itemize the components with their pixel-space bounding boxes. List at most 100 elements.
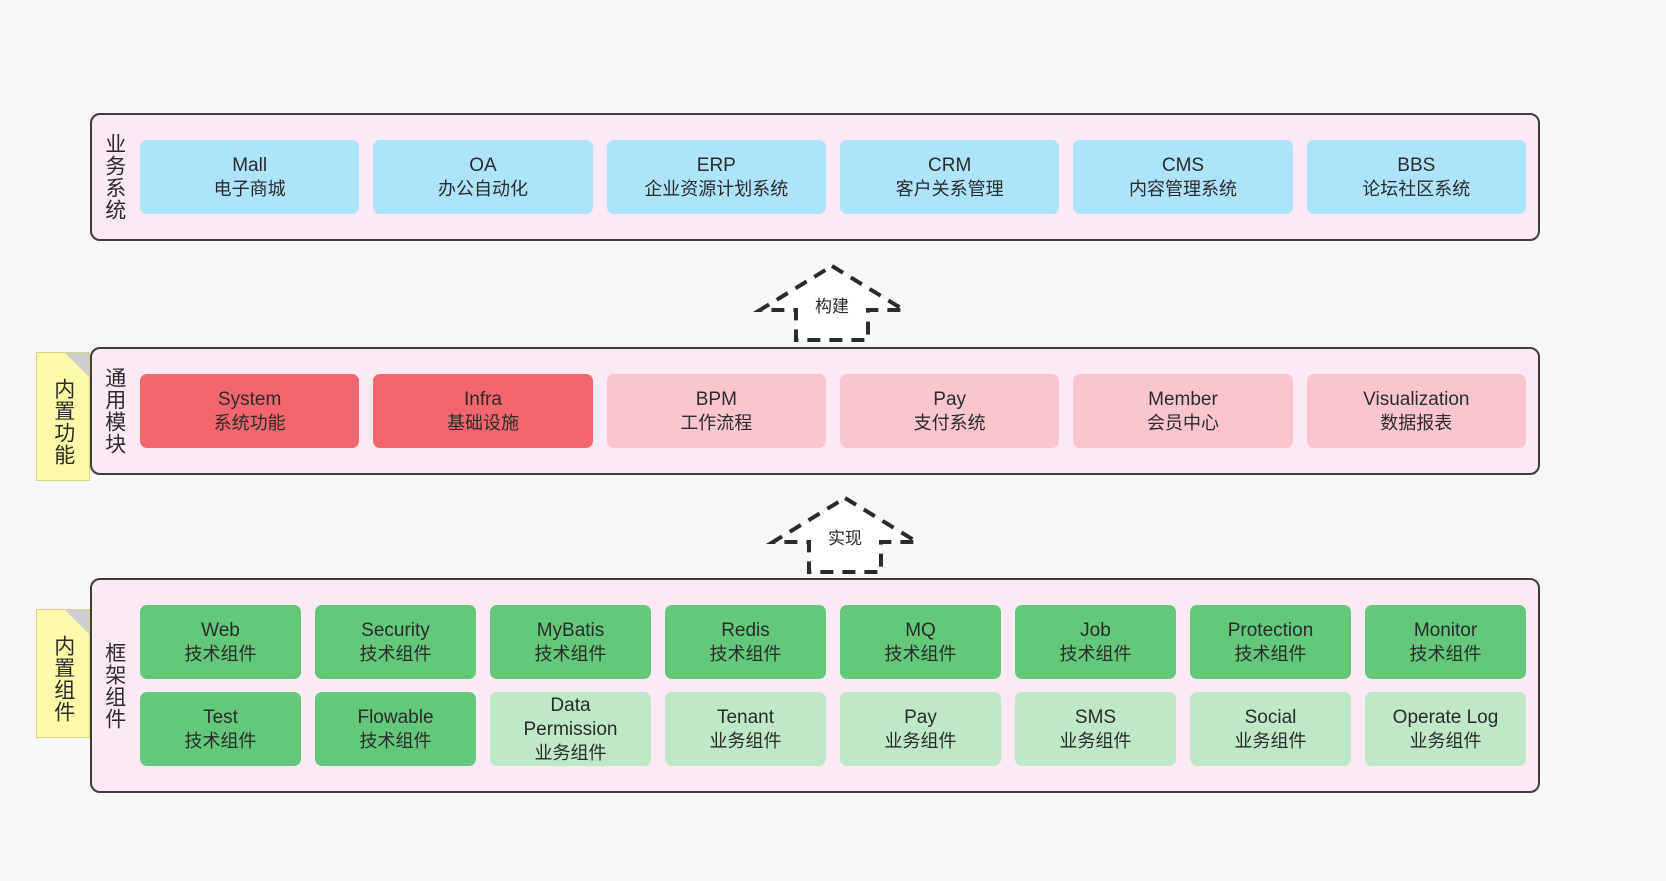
card-title-cn: 基础设施 xyxy=(446,412,519,433)
card-title-en: Redis xyxy=(721,619,770,641)
card-title-en: Pay xyxy=(904,706,937,728)
card-title-cn: 客户关系管理 xyxy=(895,178,1004,199)
card-title-cn: 技术组件 xyxy=(1409,643,1482,664)
card-security[interactable]: Security 技术组件 xyxy=(315,605,476,679)
card-title-cn: 技术组件 xyxy=(359,730,432,751)
card-title-cn: 办公自动化 xyxy=(437,178,528,199)
card-system[interactable]: System 系统功能 xyxy=(140,374,360,448)
note-label: 内置功能 xyxy=(51,377,75,466)
card-title-cn: 业务组件 xyxy=(884,730,957,751)
connector-build: 构建 xyxy=(752,262,912,342)
card-operate-log[interactable]: Operate Log 业务组件 xyxy=(1365,692,1526,766)
card-title-cn: 数据报表 xyxy=(1380,412,1453,433)
connector-label-build: 构建 xyxy=(815,297,849,316)
card-title-en: Tenant xyxy=(716,706,775,728)
card-title-cn: 内容管理系统 xyxy=(1128,178,1237,199)
card-title-cn: 业务组件 xyxy=(534,742,607,763)
card-title-en: SMS xyxy=(1074,706,1117,728)
card-title-cn: 企业资源计划系统 xyxy=(644,178,789,199)
card-tenant[interactable]: Tenant 业务组件 xyxy=(665,692,826,766)
card-title-en: Visualization xyxy=(1363,388,1470,410)
card-social[interactable]: Social 业务组件 xyxy=(1190,692,1351,766)
card-title-cn: 支付系统 xyxy=(913,412,986,433)
card-title-en: Infra xyxy=(463,388,502,410)
card-job[interactable]: Job 技术组件 xyxy=(1015,605,1176,679)
card-bbs[interactable]: BBS 论坛社区系统 xyxy=(1306,140,1526,214)
card-title-cn: 技术组件 xyxy=(1059,643,1132,664)
connector-label-implement: 实现 xyxy=(828,529,862,548)
card-title-en: Test xyxy=(203,706,238,728)
layer-business-system: 业务系统 Mall 电子商城 OA 办公自动化 ERP 企业资源计划系统 CRM… xyxy=(90,113,1540,241)
card-title-en: MQ xyxy=(905,619,936,641)
card-monitor[interactable]: Monitor 技术组件 xyxy=(1365,605,1526,679)
card-title-en: Monitor xyxy=(1413,619,1478,641)
card-bpm[interactable]: BPM 工作流程 xyxy=(606,374,826,448)
card-title-cn: 技术组件 xyxy=(184,730,257,751)
card-title-en: Data Permission xyxy=(523,694,618,740)
card-member[interactable]: Member 会员中心 xyxy=(1073,374,1293,448)
card-flowable[interactable]: Flowable 技术组件 xyxy=(315,692,476,766)
note-builtin-components: 内置组件 xyxy=(36,609,90,738)
card-erp[interactable]: ERP 企业资源计划系统 xyxy=(606,140,826,214)
card-title-en: OA xyxy=(469,154,497,176)
card-title-cn: 技术组件 xyxy=(359,643,432,664)
card-web[interactable]: Web 技术组件 xyxy=(140,605,301,679)
card-title-cn: 技术组件 xyxy=(884,643,957,664)
card-mq[interactable]: MQ 技术组件 xyxy=(840,605,1001,679)
dashed-hollow-arrow-up-icon xyxy=(765,495,925,574)
card-visualization[interactable]: Visualization 数据报表 xyxy=(1306,374,1526,448)
card-title-cn: 电子商城 xyxy=(213,178,286,199)
card-title-en: Social xyxy=(1244,706,1297,728)
card-title-cn: 技术组件 xyxy=(184,643,257,664)
card-infra[interactable]: Infra 基础设施 xyxy=(373,374,593,448)
card-protection[interactable]: Protection 技术组件 xyxy=(1190,605,1351,679)
card-title-cn: 业务组件 xyxy=(1234,730,1307,751)
dashed-hollow-arrow-up-icon xyxy=(752,263,912,342)
card-title-en: MyBatis xyxy=(536,619,605,641)
card-title-cn: 技术组件 xyxy=(1234,643,1307,664)
card-title-en: Protection xyxy=(1227,619,1314,641)
card-title-cn: 论坛社区系统 xyxy=(1362,178,1471,199)
card-title-en: Pay xyxy=(933,388,967,410)
card-title-en: Security xyxy=(361,619,430,641)
card-title-en: System xyxy=(217,388,282,410)
framework-tech-row: Web 技术组件 Security 技术组件 MyBatis 技术组件 Redi… xyxy=(140,605,1526,679)
card-title-en: ERP xyxy=(696,154,736,176)
card-sms[interactable]: SMS 业务组件 xyxy=(1015,692,1176,766)
card-title-en: BBS xyxy=(1397,154,1436,176)
card-title-cn: 技术组件 xyxy=(709,643,782,664)
card-title-en: CRM xyxy=(928,154,972,176)
layer-framework-component: 框架组件 Web 技术组件 Security 技术组件 MyBatis 技术组件… xyxy=(90,578,1540,793)
note-builtin-features: 内置功能 xyxy=(36,352,90,481)
card-title-cn: 系统功能 xyxy=(213,412,286,433)
card-data-permission[interactable]: Data Permission 业务组件 xyxy=(490,692,651,766)
card-oa[interactable]: OA 办公自动化 xyxy=(373,140,593,214)
business-card-row: Mall 电子商城 OA 办公自动化 ERP 企业资源计划系统 CRM 客户关系… xyxy=(140,140,1526,214)
layer-title-framework: 框架组件 xyxy=(102,641,126,730)
card-title-cn: 工作流程 xyxy=(680,412,753,433)
card-title-en: Flowable xyxy=(357,706,434,728)
card-title-en: Job xyxy=(1080,619,1111,641)
framework-business-row: Test 技术组件 Flowable 技术组件 Data Permission … xyxy=(140,692,1526,766)
layer-common-module: 通用模块 System 系统功能 Infra 基础设施 BPM 工作流程 Pay… xyxy=(90,347,1540,475)
card-crm[interactable]: CRM 客户关系管理 xyxy=(839,140,1060,214)
card-title-cn: 业务组件 xyxy=(709,730,782,751)
card-cms[interactable]: CMS 内容管理系统 xyxy=(1073,140,1293,214)
layer-title-business: 业务系统 xyxy=(102,133,126,221)
card-pay-component[interactable]: Pay 业务组件 xyxy=(840,692,1001,766)
card-title-en: Mall xyxy=(232,154,268,176)
card-mall[interactable]: Mall 电子商城 xyxy=(140,140,360,214)
note-label: 内置组件 xyxy=(51,634,75,723)
card-title-en: CMS xyxy=(1161,154,1205,176)
card-test[interactable]: Test 技术组件 xyxy=(140,692,301,766)
connector-implement: 实现 xyxy=(765,494,925,574)
card-redis[interactable]: Redis 技术组件 xyxy=(665,605,826,679)
card-title-en: Web xyxy=(201,619,240,641)
card-pay-module[interactable]: Pay 支付系统 xyxy=(839,374,1060,448)
card-title-cn: 技术组件 xyxy=(534,643,607,664)
card-title-cn: 会员中心 xyxy=(1146,412,1219,433)
card-title-cn: 业务组件 xyxy=(1409,730,1482,751)
card-mybatis[interactable]: MyBatis 技术组件 xyxy=(490,605,651,679)
common-card-row: System 系统功能 Infra 基础设施 BPM 工作流程 Pay 支付系统… xyxy=(140,374,1526,448)
